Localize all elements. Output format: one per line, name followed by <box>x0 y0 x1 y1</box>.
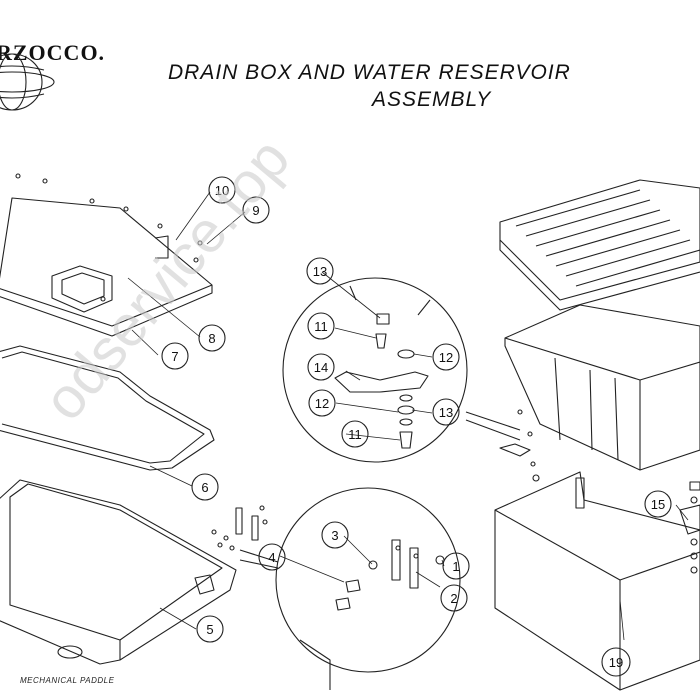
reservoir-cover-bracket <box>494 471 700 691</box>
callout-14: 14 <box>314 360 328 375</box>
callout-1: 1 <box>452 559 459 574</box>
callout-leaders <box>127 191 689 641</box>
callout-11-bottom: 11 <box>348 427 362 442</box>
callout-3: 3 <box>331 528 338 543</box>
logo-globe <box>0 53 55 111</box>
callout-12-left: 12 <box>315 396 329 411</box>
callout-5: 5 <box>206 622 213 637</box>
callout-12-right: 12 <box>439 350 453 365</box>
callout-19: 19 <box>609 655 623 670</box>
callout-7: 7 <box>171 349 178 364</box>
callout-10: 10 <box>215 183 229 198</box>
callout-15: 15 <box>651 497 665 512</box>
water-reservoir <box>504 304 700 471</box>
reservoir-lever <box>499 409 540 482</box>
float-valve-part <box>679 481 700 574</box>
callout-6: 6 <box>201 480 208 495</box>
drain-tray <box>0 479 237 665</box>
tray-fasteners <box>211 505 268 551</box>
callout-circles <box>161 176 672 677</box>
brand-logo-text: RZOCCO. <box>0 40 106 65</box>
callout-2: 2 <box>450 591 457 606</box>
footer-caption: MECHANICAL PADDLE <box>20 676 115 685</box>
callout-numbers: 10 9 8 7 6 5 13 11 14 12 12 13 11 3 4 1 … <box>171 183 665 670</box>
detail-circle-brackets <box>239 487 461 690</box>
drain-lid-plate <box>0 173 213 337</box>
diagram-subtitle: ASSEMBLY <box>372 88 492 111</box>
callout-11-top: 11 <box>314 319 328 334</box>
callout-8: 8 <box>208 331 215 346</box>
callout-4: 4 <box>268 550 275 565</box>
callout-9: 9 <box>252 203 259 218</box>
drip-grate <box>499 179 700 311</box>
callout-13-bottom: 13 <box>439 405 453 420</box>
callout-13-top: 13 <box>313 264 327 279</box>
diagram-title: DRAIN BOX AND WATER RESERVOIR <box>168 61 571 84</box>
gasket-seal <box>0 345 215 471</box>
